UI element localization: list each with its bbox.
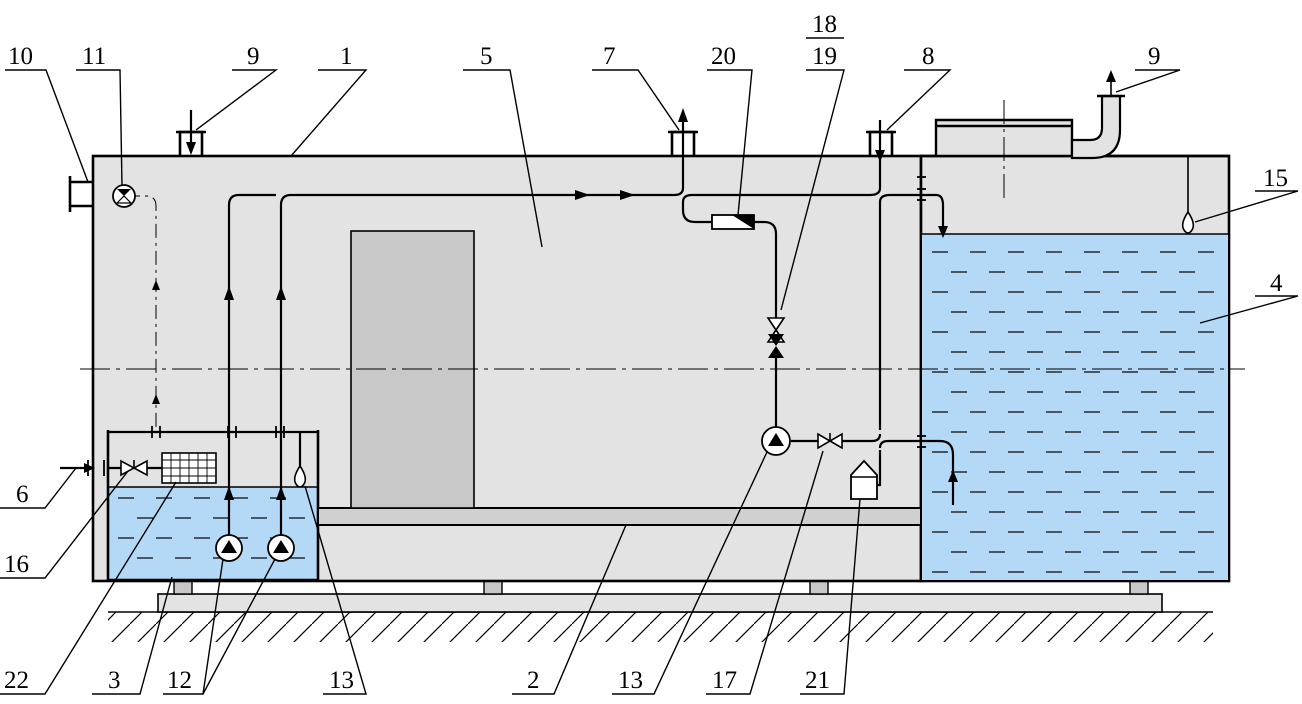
label-13: 13 bbox=[618, 667, 643, 694]
label-16: 16 bbox=[4, 551, 29, 578]
reservoir bbox=[106, 430, 320, 582]
label-5: 5 bbox=[480, 43, 493, 70]
check-valve-icon bbox=[711, 214, 755, 230]
label-11: 11 bbox=[82, 43, 106, 70]
label-4: 4 bbox=[1270, 270, 1283, 297]
callout-labels: 1 2 3 4 5 6 7 8 9 9 10 11 12 13 13 15 16… bbox=[4, 11, 1288, 694]
label-20: 20 bbox=[711, 43, 736, 70]
label-9: 9 bbox=[1148, 43, 1161, 70]
meter-icon bbox=[112, 184, 136, 208]
leader-lines bbox=[0, 37, 1299, 695]
label-18: 18 bbox=[812, 11, 837, 38]
label-12: 12 bbox=[167, 667, 192, 694]
pipe-network bbox=[60, 108, 1189, 537]
valve-icon bbox=[120, 432, 843, 477]
label-7: 7 bbox=[603, 43, 616, 70]
label-21: 21 bbox=[805, 667, 830, 694]
sensor-box-icon bbox=[850, 459, 878, 500]
label-15: 15 bbox=[1263, 165, 1288, 192]
label-3: 3 bbox=[108, 667, 121, 694]
label-17: 17 bbox=[712, 667, 737, 694]
label-8: 8 bbox=[922, 43, 935, 70]
label-19: 19 bbox=[812, 43, 837, 70]
pump-icon bbox=[215, 426, 791, 562]
float-sensor-icon bbox=[293, 210, 1195, 488]
filter-icon bbox=[161, 452, 217, 484]
label-2: 2 bbox=[527, 667, 540, 694]
label-10: 10 bbox=[8, 43, 33, 70]
platform bbox=[317, 507, 922, 526]
base-frame bbox=[157, 580, 1163, 613]
label-13: 13 bbox=[329, 667, 354, 694]
ground bbox=[108, 611, 1213, 642]
label-6: 6 bbox=[16, 481, 29, 508]
label-1: 1 bbox=[340, 43, 353, 70]
valve-icon bbox=[766, 317, 786, 358]
label-22: 22 bbox=[4, 667, 29, 694]
water-tank bbox=[919, 70, 1231, 583]
label-9: 9 bbox=[247, 43, 260, 70]
